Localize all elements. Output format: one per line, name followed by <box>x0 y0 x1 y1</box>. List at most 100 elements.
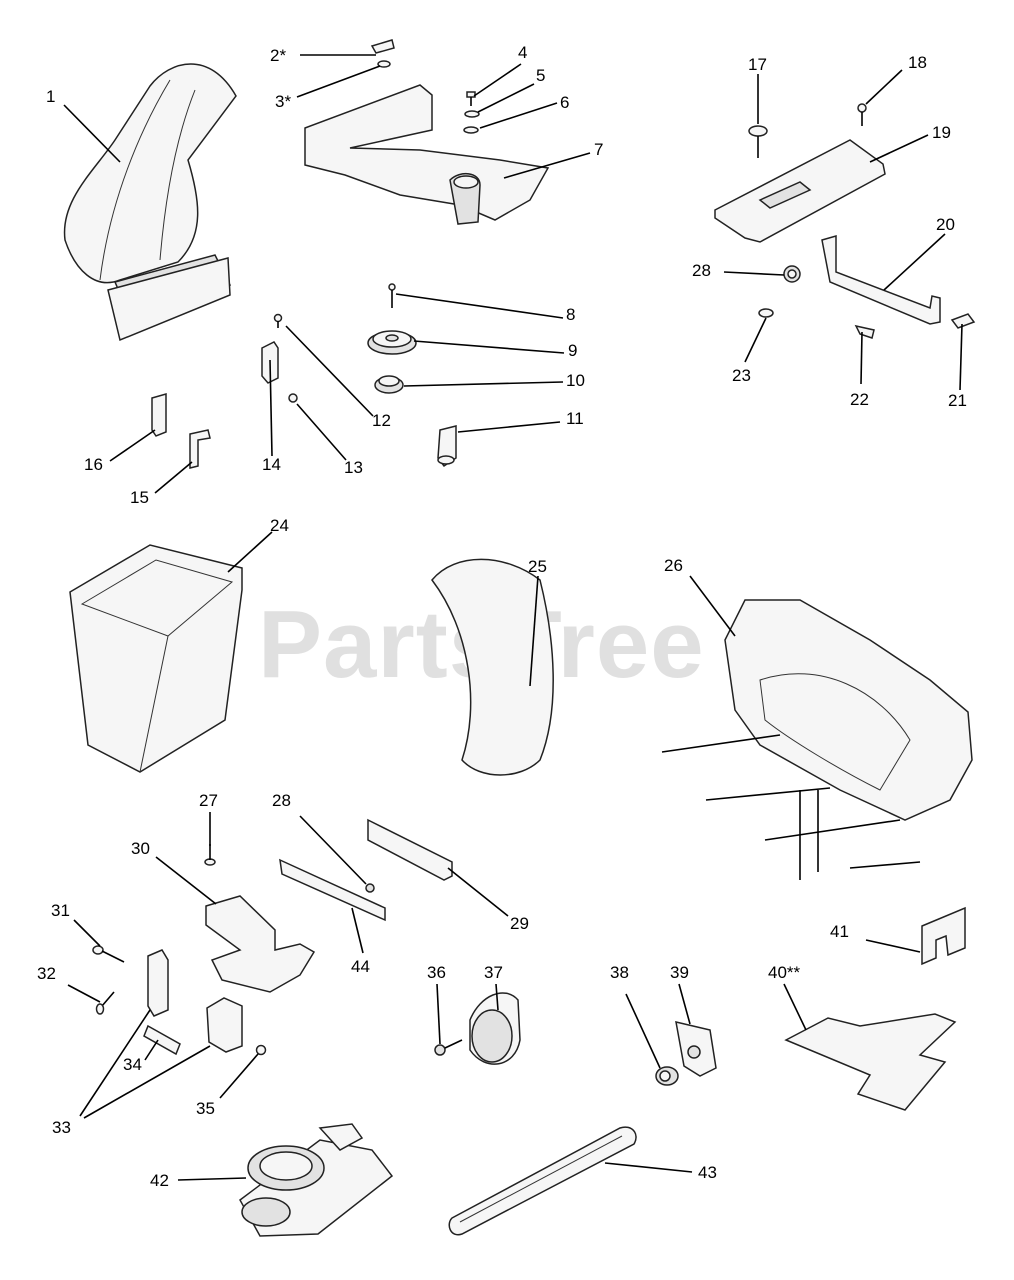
leader-12 <box>285 325 374 417</box>
part-1-discharge-chute[interactable] <box>63 63 237 342</box>
leader-41 <box>865 939 921 953</box>
callout-28-lower: 28 <box>272 791 291 810</box>
part-16-bracket[interactable] <box>151 393 167 437</box>
leader-38 <box>625 993 661 1069</box>
part-43-belt[interactable] <box>448 1126 637 1236</box>
leader-26 <box>689 575 736 637</box>
leader-7 <box>503 152 591 179</box>
leader-28b <box>299 815 367 885</box>
part-9-pulley[interactable] <box>367 330 417 355</box>
part-27-bolt[interactable] <box>204 844 216 866</box>
part-18-bolt[interactable] <box>857 103 867 126</box>
part-8-pin[interactable] <box>388 283 396 308</box>
callout-37: 37 <box>484 963 503 982</box>
callout-36: 36 <box>427 963 446 982</box>
part-11-bracket[interactable] <box>437 425 457 468</box>
callout-5: 5 <box>536 66 545 85</box>
part-41-shim[interactable] <box>921 906 966 966</box>
part-37-adapter[interactable] <box>469 992 521 1065</box>
part-7-deflector-housing[interactable] <box>304 84 550 225</box>
part-33-bracket-a[interactable] <box>147 949 169 1017</box>
part-4-bolt[interactable] <box>466 91 476 106</box>
leader-9 <box>413 340 565 354</box>
part-33-bracket-b[interactable] <box>206 997 243 1053</box>
leader-33a <box>79 1009 151 1117</box>
part-6-washer[interactable] <box>463 126 479 134</box>
leader-35 <box>219 1053 259 1099</box>
part-15-bracket[interactable] <box>189 429 211 469</box>
callout-29: 29 <box>510 914 529 933</box>
leader-42 <box>177 1177 247 1181</box>
part-28-nut-upper[interactable] <box>783 265 801 283</box>
callout-6: 6 <box>560 93 569 112</box>
callout-labels: 1 2* 3* 4 5 6 7 8 9 10 11 12 13 14 15 16… <box>37 43 967 1190</box>
callout-44: 44 <box>351 957 370 976</box>
callout-7: 7 <box>594 140 603 159</box>
part-44-bar[interactable] <box>279 858 386 922</box>
leader-28a <box>723 271 785 276</box>
part-12-screw[interactable] <box>273 313 283 329</box>
part-17-carriage-bolt[interactable] <box>748 125 768 158</box>
part-19-mounting-plate[interactable] <box>714 139 886 243</box>
callout-4: 4 <box>518 43 527 62</box>
part-26-bagger-assembly[interactable] <box>661 599 973 880</box>
leader-13 <box>296 403 347 461</box>
part-20-bracket[interactable] <box>821 235 941 325</box>
leader-21 <box>959 323 963 391</box>
part-31-bolt[interactable] <box>92 945 125 963</box>
leader-8 <box>395 293 564 319</box>
leader-19 <box>869 134 929 163</box>
part-10-bushing[interactable] <box>374 375 404 394</box>
callout-1: 1 <box>46 87 55 106</box>
leader-5 <box>477 83 535 113</box>
leader-33b <box>83 1045 211 1119</box>
callout-41: 41 <box>830 922 849 941</box>
leader-23 <box>744 317 767 363</box>
part-22-clip[interactable] <box>854 324 875 339</box>
leader-4 <box>473 63 522 97</box>
leader-lines <box>63 54 963 1181</box>
part-3-washer[interactable] <box>377 60 391 68</box>
callout-42: 42 <box>150 1171 169 1190</box>
leader-43 <box>604 1162 693 1173</box>
part-38-bushing[interactable] <box>655 1066 679 1086</box>
part-34-sleeve[interactable] <box>143 1024 181 1056</box>
part-32-bolt[interactable] <box>95 991 115 1015</box>
part-35-nut[interactable] <box>255 1044 267 1056</box>
leader-32 <box>67 984 101 1003</box>
callout-8: 8 <box>566 305 575 324</box>
part-30-bracket[interactable] <box>205 895 316 993</box>
part-23-washer[interactable] <box>758 308 774 318</box>
callout-16: 16 <box>84 455 103 474</box>
leader-11 <box>457 421 561 433</box>
callout-15: 15 <box>130 488 149 507</box>
part-36-screw[interactable] <box>434 1039 463 1056</box>
part-25-hose[interactable] <box>431 558 554 776</box>
leader-24 <box>227 531 273 573</box>
leader-31 <box>73 919 101 947</box>
part-28-nut-lower[interactable] <box>365 883 375 893</box>
callout-18: 18 <box>908 53 927 72</box>
callout-11: 11 <box>566 409 584 428</box>
part-13-nut[interactable] <box>288 393 298 403</box>
part-42-idler-assembly[interactable] <box>239 1123 394 1237</box>
callout-14: 14 <box>262 455 281 474</box>
leader-14 <box>269 359 273 457</box>
part-39-plate[interactable] <box>675 1021 717 1077</box>
part-2-clip[interactable] <box>370 39 395 54</box>
callout-13: 13 <box>344 458 363 477</box>
part-24-bag-frame[interactable] <box>69 544 243 773</box>
part-29-bar[interactable] <box>367 818 453 881</box>
leader-34 <box>144 1039 159 1061</box>
leader-1 <box>63 104 121 163</box>
leader-10 <box>403 381 564 387</box>
callout-26: 26 <box>664 556 683 575</box>
leader-29 <box>447 867 509 917</box>
part-5-washer[interactable] <box>464 110 480 118</box>
leader-37 <box>495 983 499 1011</box>
callout-25: 25 <box>528 557 547 576</box>
part-21-bolt[interactable] <box>950 313 976 329</box>
leader-40 <box>783 983 807 1031</box>
leader-15 <box>154 461 193 494</box>
part-40-template[interactable] <box>784 1013 957 1111</box>
